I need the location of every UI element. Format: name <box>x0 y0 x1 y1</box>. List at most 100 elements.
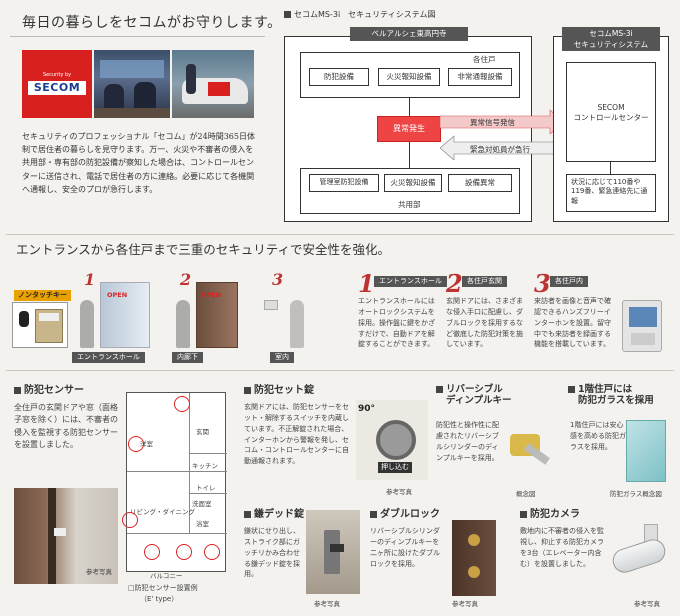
plan-caption-1: □防犯センサー設置例 <box>128 584 198 592</box>
open-sign-1: OPEN <box>107 291 128 299</box>
glass-illustration <box>626 420 666 482</box>
divider <box>6 370 674 371</box>
sensor-title-text: 防犯センサー <box>24 385 84 396</box>
reversible-title-line2: ディンプルキー <box>446 395 512 407</box>
scene-label-corridor: 内廊下 <box>172 352 203 364</box>
open-sign-2: OPEN <box>201 291 222 299</box>
scene-label-entrance: エントランスホール <box>72 352 145 364</box>
building-name: ベルアルシェ東高円寺 <box>350 27 468 41</box>
square-bullet-icon <box>244 387 251 394</box>
secom-logo: SECOM <box>28 81 86 95</box>
sensor-text: 全住戸の玄関ドアや窓（面格子窓を除く）には、不審者の侵入を監視する防犯センサーを… <box>14 403 118 450</box>
sensor-photo-caption: 参考写真 <box>86 568 112 576</box>
glass-title-line2: 防犯ガラスを採用 <box>578 395 654 407</box>
units-label: 各住戸 <box>473 55 496 64</box>
glass-title-line1: 1階住戸には <box>578 384 633 395</box>
step-label-1: エントランスホール <box>374 276 447 288</box>
triple-heading: エントランスから各住戸まで三重のセキュリティで安全性を強化。 <box>16 242 391 257</box>
double-text: リバーシブルシリンダーのディンプルキーを二ヶ所に設けたダブルロックを採用。 <box>370 527 440 568</box>
secom-logo-tile: Security by SECOM <box>22 50 92 118</box>
common-device-equipment: 設備異常 <box>448 174 512 192</box>
common-label: 共用部 <box>398 200 421 209</box>
square-bullet-icon <box>370 511 377 518</box>
step-text-3: 来訪者を画像と音声で確認できるハンズフリーインターホンを設置。留守中でも来訪者を… <box>534 297 611 349</box>
center-line1: SECOM <box>597 103 625 112</box>
step-number-1: 1 <box>358 269 375 298</box>
person-silhouette <box>176 300 190 348</box>
entrance-door-illustration: OPEN <box>100 282 150 348</box>
key-icon <box>19 311 29 327</box>
lock-title-text: 防犯セット錠 <box>254 385 314 396</box>
connector-line <box>610 162 611 174</box>
camera-title-text: 防犯カメラ <box>530 509 580 520</box>
lock-angle: 90° <box>358 404 376 414</box>
common-device-fire: 火災報知設備 <box>384 174 442 192</box>
unit-device-crime: 防犯設備 <box>309 68 369 86</box>
unit-device-fire: 火災報知設備 <box>378 68 440 86</box>
deadbolt-text: 鎌状にせり出し、ストライク部にガッチリかみ合わせる鎌デッド錠を採用。 <box>244 527 300 579</box>
nontouch-tag: ノンタッチキー <box>14 290 71 302</box>
unit-door-illustration: OPEN <box>196 282 238 348</box>
person-silhouette <box>290 300 304 348</box>
scene-number-2: 2 <box>180 270 192 289</box>
sensor-marker <box>144 544 160 560</box>
room-toilet: トイレ <box>196 484 216 492</box>
rush-arrow <box>440 135 565 160</box>
camera-caption: 参考写真 <box>634 600 660 608</box>
person-silhouette <box>80 300 94 348</box>
common-device-office: 管理室防犯設備 <box>309 174 379 192</box>
square-bullet-icon <box>244 511 251 518</box>
room-western: 洋室 <box>140 440 153 448</box>
deadbolt-title-text: 鎌デッド錠 <box>254 509 304 520</box>
step-text-1: エントランスホールにはオートロックシステムを採用。操作盤に鍵をかざすだけで、自動… <box>358 297 435 349</box>
reversible-text: 防犯性と操作性に配慮されたリバーシブルシリンダーのディンプルキーを採用。 <box>436 421 499 462</box>
step-number-3: 3 <box>534 269 551 298</box>
floor-plan <box>126 392 227 572</box>
scene-label-room: 室内 <box>270 352 294 364</box>
ms3i-title-line1: セコムMS-3i <box>589 29 633 38</box>
ms3i-title: セコムMS-3i セキュリティシステム <box>562 27 660 51</box>
control-center-box: SECOM コントロールセンター <box>566 62 656 162</box>
sensor-marker <box>176 544 192 560</box>
deadbolt-title: 鎌デッド錠 <box>244 508 304 521</box>
glass-text: 1階住戸には安心感を高める防犯ガラスを採用。 <box>570 421 626 451</box>
lock-push: 押し込む <box>378 462 412 474</box>
lock-text: 玄関ドアには、防犯センサーをセット・解除するスイッチを内蔵しています。不正解錠さ… <box>244 403 349 466</box>
alarm-box: 異常発生 <box>377 116 441 142</box>
square-bullet-icon <box>284 11 291 18</box>
camera-illustration <box>604 524 670 594</box>
room-interphone-illustration <box>264 300 278 310</box>
square-bullet-icon <box>14 387 21 394</box>
square-bullet-icon <box>520 511 527 518</box>
sensor-marker <box>128 436 144 452</box>
interphone-photo <box>622 300 662 352</box>
lock-title: 防犯セット錠 <box>244 384 314 397</box>
deadbolt-caption: 参考写真 <box>314 600 340 608</box>
signal-send-label: 異常信号発信 <box>470 118 515 127</box>
security-car-photo <box>172 50 254 118</box>
divider <box>6 234 674 235</box>
connector-line <box>409 98 410 116</box>
sensor-marker <box>174 396 190 412</box>
logo-text: SECOM <box>33 81 81 94</box>
intro-headline: 毎日の暮らしをセコムがお守りします。 <box>22 15 282 31</box>
sensor-marker <box>122 512 138 528</box>
room-bath: 浴室 <box>196 520 209 528</box>
reversible-title-line1: リバーシブル <box>446 384 503 395</box>
sensor-title: 防犯センサー <box>14 384 84 397</box>
signal-arrows <box>440 109 565 160</box>
room-balcony: バルコニー <box>150 572 183 580</box>
lock-photo: 90° 押し込む <box>356 400 428 480</box>
lock-caption: 参考写真 <box>386 488 412 496</box>
notify-box: 状況に応じて110番や119番、緊急連絡先に通報 <box>566 174 656 212</box>
square-bullet-icon <box>436 386 443 393</box>
scene-number-1: 1 <box>84 270 96 289</box>
glass-title: 1階住戸には 防犯ガラスを採用 <box>568 384 654 407</box>
dimple-key-illustration <box>504 420 554 480</box>
glass-caption: 防犯ガラス概念図 <box>610 490 662 498</box>
double-title-text: ダブルロック <box>380 509 440 520</box>
deadbolt-photo <box>306 510 360 594</box>
camera-title: 防犯カメラ <box>520 508 580 521</box>
unit-device-emergency: 非常通報設備 <box>448 68 512 86</box>
key-panel-illustration <box>12 302 68 348</box>
